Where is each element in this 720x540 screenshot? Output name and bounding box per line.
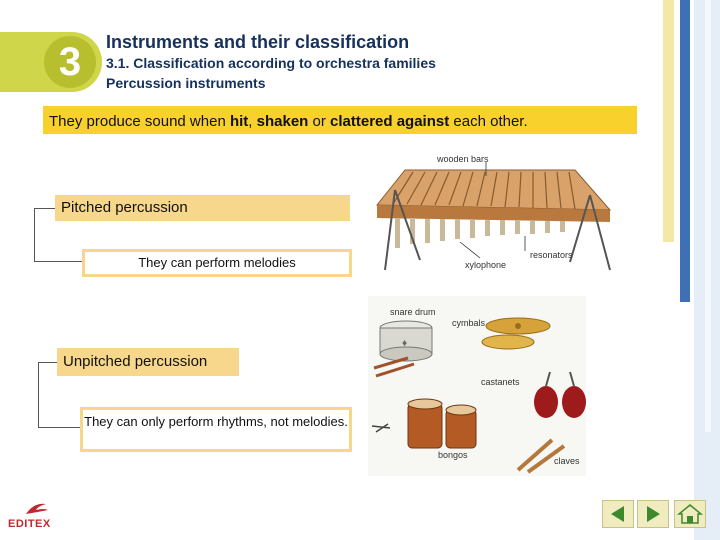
bongos-icon [407, 398, 477, 449]
right-yellow-bar [663, 0, 674, 242]
intro-text: or [308, 113, 331, 130]
label-cymbals: cymbals [452, 318, 486, 328]
intro-keyword-clattered: clattered against [330, 113, 450, 130]
arrow-left-icon [611, 506, 624, 522]
home-button[interactable] [674, 500, 706, 528]
logo-text: EDITEX [8, 518, 51, 530]
tree-connector [38, 362, 39, 428]
tree-connector [38, 427, 82, 428]
chapter-number: 3 [58, 40, 82, 84]
section-title: Percussion instruments [106, 75, 266, 91]
claves-icon [516, 438, 566, 474]
intro-keyword-hit: hit [229, 113, 249, 130]
arrow-right-icon [647, 506, 660, 522]
unpitched-instruments-illustration: ♦ snare drum cymb [368, 296, 586, 476]
castanets-icon [534, 371, 586, 418]
pitched-heading: Pitched percussion [55, 195, 350, 221]
page-subtitle: 3.1. Classification according to orchest… [106, 55, 436, 71]
intro-text: They produce sound when [49, 113, 230, 130]
unpitched-heading: Unpitched percussion [57, 348, 239, 376]
label-bongos: bongos [438, 450, 468, 460]
label-wooden-bars: wooden bars [436, 154, 489, 164]
label-xylophone: xylophone [465, 260, 506, 270]
home-icon [676, 504, 704, 524]
label-snare-drum: snare drum [390, 307, 436, 317]
svg-text:♦: ♦ [402, 338, 407, 349]
tree-connector [34, 208, 35, 262]
page-title: Instruments and their classification [106, 32, 410, 52]
next-button[interactable] [637, 500, 669, 528]
logo-mark-icon [26, 503, 48, 514]
editex-logo: EDITEX [8, 500, 64, 532]
right-blue-bar [680, 0, 690, 302]
xylophone-figure: wooden bars xylophone resonators [365, 150, 625, 292]
intro-text: , [248, 113, 257, 130]
tree-connector [38, 362, 57, 363]
unpitched-description: They can only perform rhythms, not melod… [80, 407, 352, 452]
tree-connector [34, 261, 82, 262]
cymbals-icon [481, 317, 551, 350]
pitched-description: They can perform melodies [82, 249, 352, 277]
label-claves: claves [554, 456, 580, 466]
xylophone-illustration: wooden bars xylophone resonators [375, 154, 612, 271]
right-decor-bar-inner [705, 0, 711, 432]
label-castanets: castanets [481, 377, 520, 387]
intro-banner: They produce sound when hit, shaken or c… [43, 106, 637, 134]
label-resonators: resonators [530, 250, 573, 260]
previous-button[interactable] [602, 500, 634, 528]
intro-keyword-shaken: shaken [256, 113, 309, 130]
unpitched-instruments-figure: ♦ snare drum cymb [368, 296, 586, 476]
chapter-badge [44, 36, 96, 88]
snare-drum-icon: ♦ [373, 320, 433, 378]
tree-connector [34, 208, 55, 209]
intro-text: each other. [449, 113, 528, 130]
